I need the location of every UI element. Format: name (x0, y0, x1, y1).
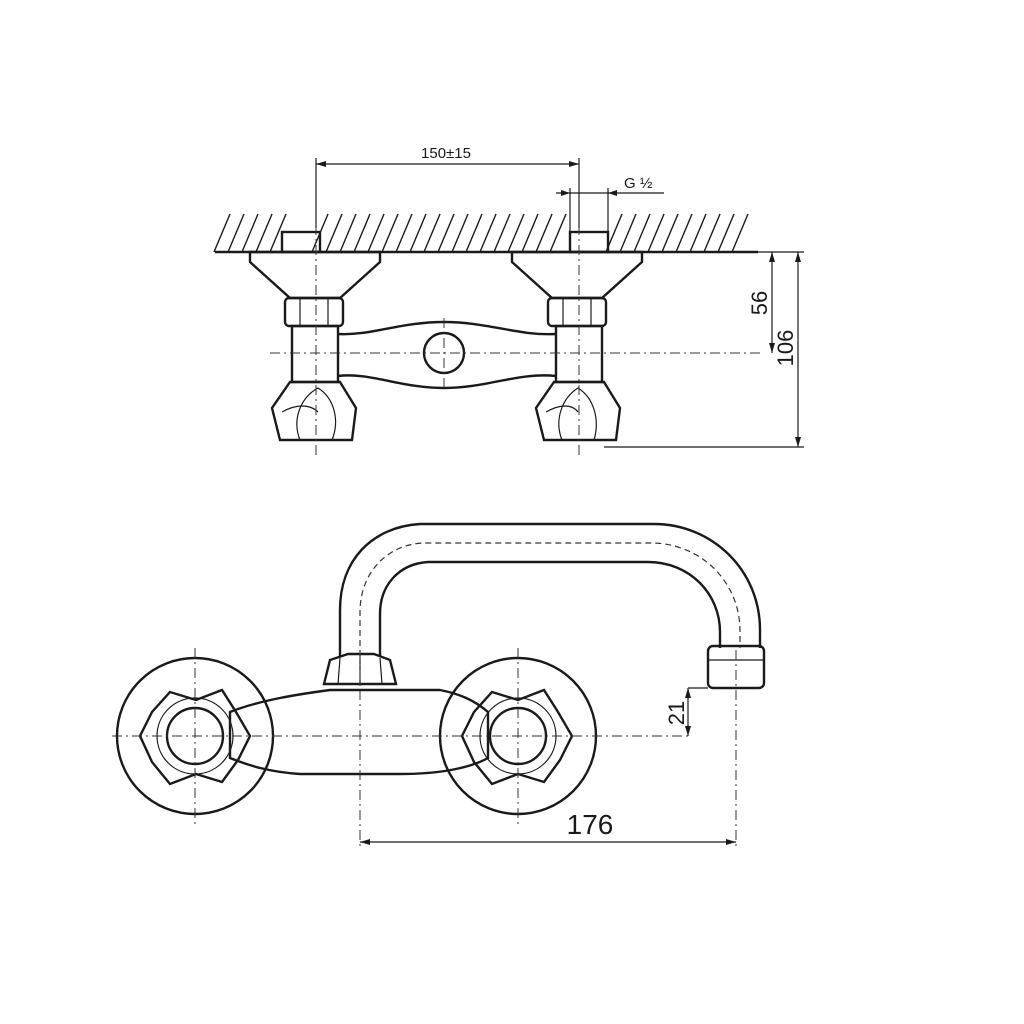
hatch-line (353, 213, 371, 253)
hatch-line (647, 213, 665, 253)
thread-label: G ½ (624, 175, 653, 192)
hatch-line (493, 213, 511, 253)
dimension-outlet-height: 21 (664, 687, 708, 736)
hatch-line (717, 213, 735, 253)
hatch-line (227, 213, 245, 253)
spout-reach-label: 176 (567, 809, 614, 840)
top-view: 150±15 G ½ 56 106 (213, 145, 804, 455)
hatch-line (633, 213, 651, 253)
hatch-line (213, 213, 231, 253)
hatch-line (451, 213, 469, 253)
hatch-line (675, 213, 693, 253)
spout-tube (338, 522, 762, 656)
spout-aerator (706, 644, 766, 690)
hatch-line (507, 213, 525, 253)
hatch-line (731, 213, 749, 253)
hatch-line (535, 213, 553, 253)
dimension-total-height: 106 (604, 251, 804, 448)
hatch-line (661, 213, 679, 253)
wall-hatching (213, 213, 758, 254)
hatch-line (241, 213, 259, 253)
hatch-line (325, 213, 343, 253)
hatch-line (409, 213, 427, 253)
hatch-line (549, 213, 567, 253)
dimension-height-axis: 56 (747, 251, 780, 353)
mixer-body-front (228, 688, 490, 776)
hatch-line (689, 213, 707, 253)
spout-nut (322, 652, 398, 686)
hatch-line (395, 213, 413, 253)
height-axis-label: 56 (747, 291, 772, 315)
dimension-thread: G ½ (556, 175, 664, 232)
total-height-label: 106 (773, 330, 798, 367)
hatch-line (479, 213, 497, 253)
dimension-spout-reach: 176 (360, 809, 736, 845)
hatch-line (521, 213, 539, 253)
hatch-line (381, 213, 399, 253)
hatch-line (465, 213, 483, 253)
hatch-line (703, 213, 721, 253)
hatch-line (255, 213, 273, 253)
dimension-center-distance: 150±15 (315, 145, 580, 228)
hatch-line (619, 213, 637, 253)
hatch-line (423, 213, 441, 253)
left-handle-top (270, 380, 358, 442)
mixer-body-top (290, 320, 604, 390)
right-handle-top (534, 380, 622, 442)
hatch-line (269, 213, 287, 253)
center-distance-label: 150±15 (421, 145, 471, 162)
front-view: 21 176 (112, 522, 766, 846)
hatch-line (437, 213, 455, 253)
hatch-line (367, 213, 385, 253)
outlet-height-label: 21 (664, 701, 689, 725)
hatch-line (339, 213, 357, 253)
